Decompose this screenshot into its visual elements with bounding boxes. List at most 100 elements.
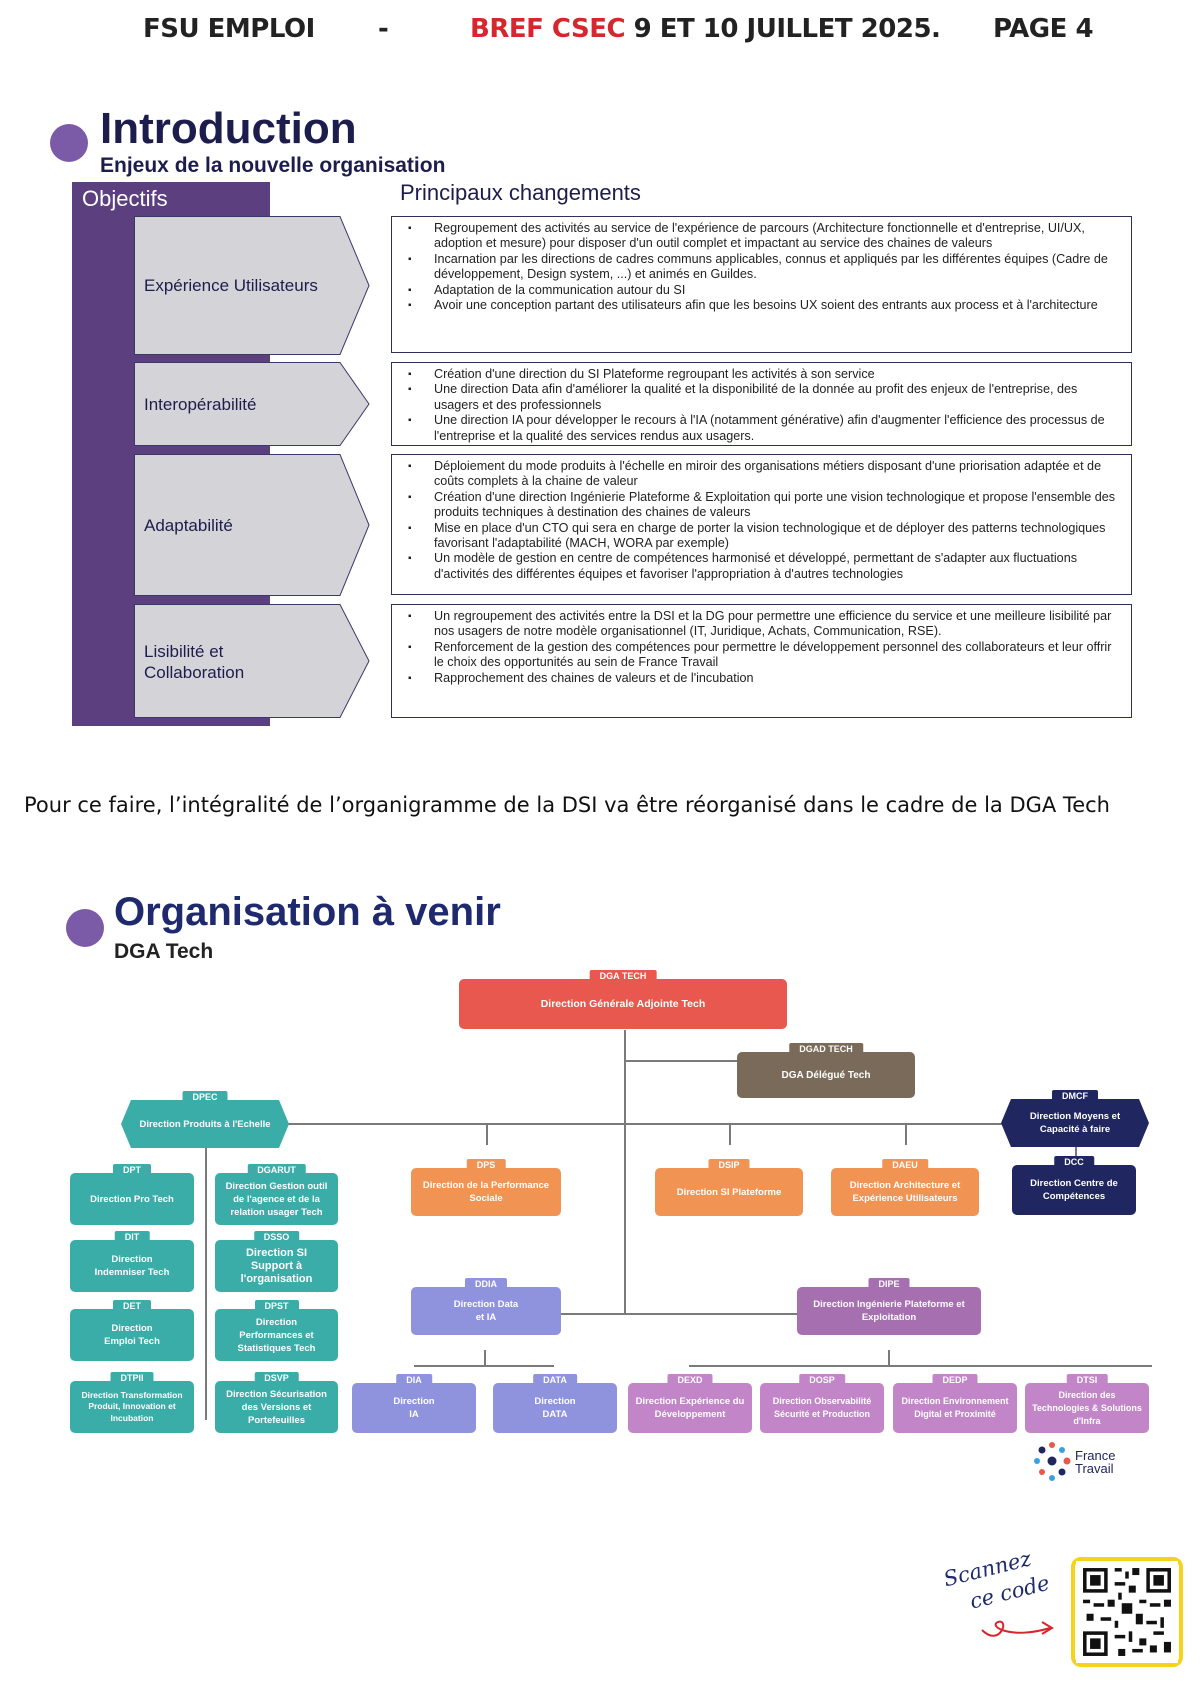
change-item: Création d'une direction du SI Plateform…	[402, 367, 1121, 383]
org-unit-dosp[interactable]: DOSP Direction Observabilité Sécurité et…	[760, 1374, 884, 1433]
org-connector	[729, 1123, 731, 1145]
org-unit-code: DPT	[113, 1164, 151, 1177]
org-connector	[484, 1350, 486, 1366]
org-unit-code: DSSO	[253, 1231, 300, 1244]
objective-label-line: Lisibilité et	[144, 642, 224, 661]
objectives-header: Objectifs	[82, 186, 168, 211]
france-travail-logo-icon	[1034, 1442, 1071, 1481]
logo-line: France	[1075, 1448, 1116, 1463]
org-unit-code: DAEU	[882, 1159, 928, 1172]
org-unit-data[interactable]: DATA Direction DATA	[493, 1374, 617, 1433]
org-unit-code: DTPII	[110, 1372, 154, 1385]
org-unit-dia[interactable]: DIA Direction IA	[352, 1374, 476, 1433]
org-connector	[486, 1313, 886, 1315]
change-item: Rapprochement des chaines de valeurs et …	[402, 671, 1121, 687]
objective-arrow-interop	[134, 362, 370, 446]
logo-line: Travail	[1075, 1461, 1114, 1476]
qr-code-icon	[1076, 1561, 1178, 1663]
change-item: Un modèle de gestion en centre de compét…	[402, 551, 1121, 582]
org-unit-dmcf[interactable]: DMCF Direction Moyens et Capacité à fair…	[1001, 1090, 1149, 1147]
org-unit-label: DGA Délégué Tech	[781, 1069, 871, 1081]
section-bullet	[50, 124, 88, 162]
org-unit-code: DGAD TECH	[789, 1043, 863, 1056]
org-connector	[414, 1365, 554, 1367]
org-connector	[689, 1365, 1152, 1367]
changes-box-adapt: Déploiement du mode produits à l'échelle…	[391, 454, 1132, 595]
header-dash: -	[378, 14, 389, 44]
org-unit-code: DSIP	[708, 1159, 750, 1172]
org-unit-code: DEXD	[667, 1374, 713, 1387]
org-unit-code: DATA	[533, 1374, 577, 1387]
org-unit-ddia[interactable]: DDIA Direction Data et IA	[411, 1278, 561, 1335]
org-connector	[288, 1123, 1006, 1125]
org-unit-label: Direction Indemniser Tech	[94, 1254, 170, 1278]
france-travail-logo-text: France Travail	[1075, 1449, 1115, 1475]
org-unit-label: Direction Emploi Tech	[104, 1323, 160, 1347]
changes-box-collab: Un regroupement des activités entre la D…	[391, 604, 1132, 718]
org-unit-label: Direction Moyens et Capacité à faire	[1029, 1111, 1121, 1135]
changes-box-interop: Création d'une direction du SI Plateform…	[391, 362, 1132, 446]
org-unit-dps[interactable]: DPS Direction de la Performance Sociale	[411, 1159, 561, 1216]
objective-label: Interopérabilité	[144, 395, 257, 414]
org-unit-dpt[interactable]: DPT Direction Pro Tech	[70, 1164, 194, 1225]
header-bref: BREF CSEC	[470, 14, 626, 44]
qr-caption: Scannez ce code	[941, 1542, 1053, 1621]
objective-arrow-ux	[134, 216, 370, 355]
org-unit-dsvp[interactable]: DSVP Direction Sécurisation des Versions…	[215, 1372, 338, 1433]
org-unit-dpst[interactable]: DPST Direction Performances et Statistiq…	[215, 1300, 338, 1361]
org-unit-dtpii[interactable]: DTPII Direction Transformation Produit, …	[70, 1372, 194, 1433]
qr-code[interactable]	[1071, 1557, 1183, 1667]
org-unit-dexd[interactable]: DEXD Direction Expérience du Développeme…	[628, 1374, 752, 1433]
change-item: Adaptation de la communication autour du…	[402, 283, 1121, 299]
header-bulletin: BREF CSEC 9 ET 10 JUILLET 2025.	[470, 14, 941, 44]
org-unit-label: Direction SI Support à l'organisation	[240, 1246, 313, 1285]
org-unit-label: Direction DATA	[534, 1396, 576, 1420]
org-unit-dedp[interactable]: DEDP Direction Environnement Digital et …	[893, 1374, 1017, 1433]
org-connector	[205, 1148, 207, 1420]
changes-header: Principaux changements	[400, 180, 641, 205]
org-unit-label: Direction Ingénierie Plateforme et Explo…	[813, 1299, 965, 1323]
org-unit-daeu[interactable]: DAEU Direction Architecture et Expérienc…	[831, 1159, 979, 1216]
org-unit-code: DGA TECH	[589, 970, 657, 983]
org-unit-det[interactable]: DET Direction Emploi Tech	[70, 1300, 194, 1361]
org-unit-dcc[interactable]: DCC Direction Centre de Compétences	[1012, 1156, 1136, 1215]
org-connector	[624, 1060, 829, 1062]
org-unit-dgad[interactable]: DGAD TECH DGA Délégué Tech	[737, 1043, 915, 1098]
org-unit-dgarut[interactable]: DGARUT Direction Gestion outil de l'agen…	[215, 1164, 338, 1225]
org-subtitle: DGA Tech	[114, 940, 214, 963]
org-unit-code: DTSI	[1066, 1374, 1108, 1387]
org-unit-dipe[interactable]: DIPE Direction Ingénierie Plateforme et …	[797, 1278, 981, 1335]
change-item: Déploiement du mode produits à l'échelle…	[402, 459, 1121, 490]
org-unit-label: Direction Expérience du Développement	[635, 1396, 745, 1420]
org-unit-dsip[interactable]: DSIP Direction SI Plateforme	[655, 1159, 803, 1216]
objective-label: Expérience Utilisateurs	[144, 276, 318, 295]
objective-label: Adaptabilité	[144, 516, 233, 535]
org-unit-label: Direction Environnement Digital et Proxi…	[901, 1396, 1009, 1419]
change-item: Incarnation par les directions de cadres…	[402, 252, 1121, 283]
change-item: Une direction IA pour développer le reco…	[402, 413, 1121, 444]
org-unit-dga[interactable]: DGA TECH Direction Générale Adjointe Tec…	[459, 970, 787, 1029]
org-unit-dmcf-shape	[1001, 1099, 1149, 1147]
change-item: Une direction Data afin d'améliorer la q…	[402, 382, 1121, 413]
org-unit-label: Direction des Technologies & Solutions d…	[1032, 1389, 1142, 1426]
org-connector	[905, 1123, 907, 1145]
change-item: Un regroupement des activités entre la D…	[402, 609, 1121, 640]
org-unit-dpec[interactable]: DPEC Direction Produits à l'Echelle	[121, 1091, 289, 1148]
org-unit-dtsi[interactable]: DTSI Direction des Technologies & Soluti…	[1025, 1374, 1149, 1433]
org-unit-label: Direction Générale Adjointe Tech	[540, 997, 706, 1010]
org-connector	[486, 1123, 488, 1145]
change-item: Création d'une direction Ingénierie Plat…	[402, 490, 1121, 521]
org-unit-dit[interactable]: DIT Direction Indemniser Tech	[70, 1231, 194, 1292]
intro-title: Introduction	[100, 104, 357, 153]
org-unit-label: Direction SI Plateforme	[676, 1186, 782, 1198]
org-unit-dsso[interactable]: DSSO Direction SI Support à l'organisati…	[215, 1231, 338, 1292]
header-title: FSU EMPLOI	[143, 14, 315, 44]
transition-sentence: Pour ce faire, l’intégralité de l’organi…	[24, 793, 1110, 817]
objective-arrow-collab	[134, 604, 370, 718]
org-unit-code: DOSP	[799, 1374, 845, 1387]
org-unit-code: DSVP	[254, 1372, 299, 1385]
org-unit-label: Direction de la Performance Sociale	[422, 1180, 550, 1204]
org-unit-code: DIPE	[868, 1278, 910, 1291]
org-unit-code: DDIA	[465, 1278, 507, 1291]
changes-box-ux: Regroupement des activités au service de…	[391, 216, 1132, 353]
